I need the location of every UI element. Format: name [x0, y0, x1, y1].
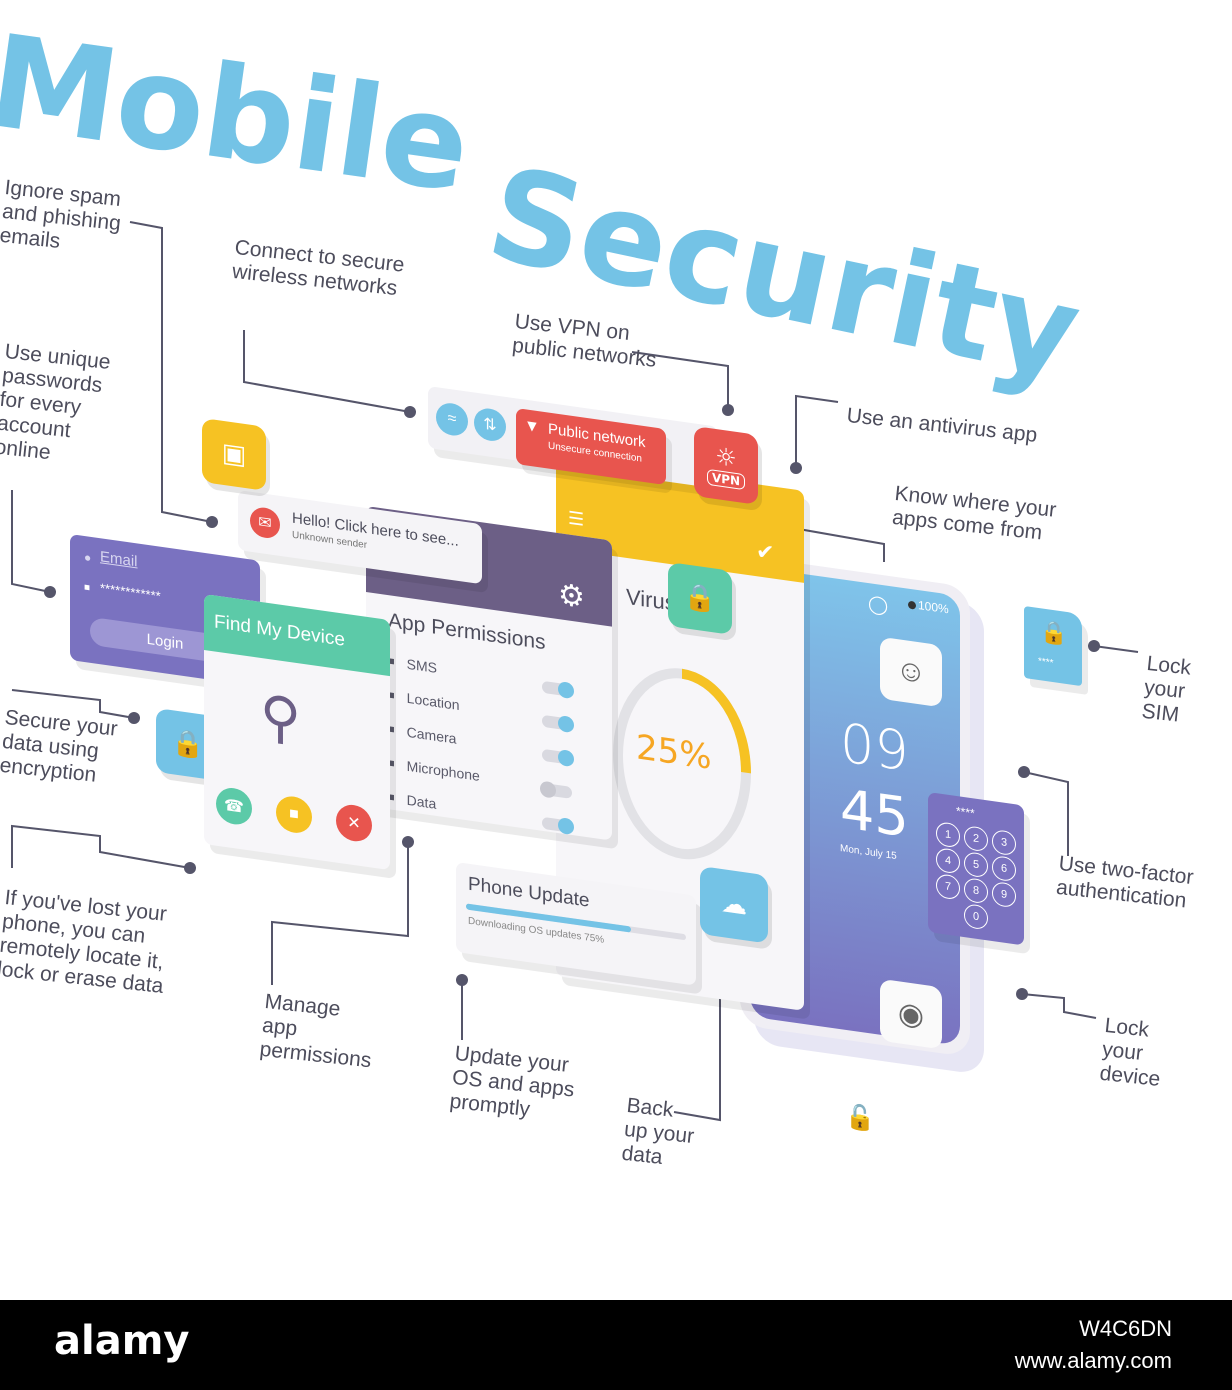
- keypad-key[interactable]: 6: [992, 854, 1016, 883]
- ring-device-button[interactable]: ☎: [216, 785, 252, 827]
- permission-toggle[interactable]: [542, 714, 574, 734]
- permission-label: Data: [406, 791, 437, 812]
- keypad-pin-mask: ****: [956, 803, 975, 821]
- permission-toggle[interactable]: [542, 816, 574, 836]
- label-encryption: Secure your data using encryption: [0, 706, 119, 787]
- permission-label: Camera: [406, 723, 457, 747]
- settings-gear-icon[interactable]: ⚙: [558, 577, 585, 615]
- unlock-icon: 🔓: [845, 1102, 875, 1134]
- keypad-key[interactable]: 7: [936, 873, 960, 901]
- fingerprint-button[interactable]: ◉: [880, 978, 942, 1050]
- toggle-knob: [558, 680, 574, 700]
- keypad-key[interactable]: 3: [992, 828, 1016, 857]
- image-id: W4C6DN: [1079, 1316, 1172, 1341]
- keypad-key[interactable]: 1: [936, 821, 960, 849]
- label-lock-device: Lock your device: [1098, 1014, 1162, 1091]
- keypad-key[interactable]: 8: [964, 877, 988, 905]
- face-id-button[interactable]: ☺: [880, 636, 942, 708]
- credit-card-icon: ▣: [202, 418, 266, 491]
- keypad-key[interactable]: 2: [964, 825, 988, 853]
- vpn-badge: VPN: [706, 468, 746, 491]
- keypad-key[interactable]: 9: [992, 880, 1016, 909]
- face-id-icon: ☺: [895, 652, 927, 691]
- infographic: Mobile Security: [0, 7, 1195, 1169]
- keypad-key[interactable]: 5: [964, 851, 988, 879]
- lock-icon-small: ■: [84, 581, 91, 594]
- sim-lock-icon: 🔒: [1040, 618, 1068, 648]
- toggle-knob: [558, 816, 574, 836]
- fingerprint-icon: ◉: [897, 995, 925, 1033]
- watermark-url: www.alamy.com: [1014, 1348, 1172, 1373]
- virus-scan-gauge: [613, 668, 751, 860]
- globe-icon: ☼: [715, 441, 737, 474]
- permission-label: Microphone: [406, 757, 480, 784]
- find-my-device-card: Find My Device ⚲ ☎ ■ ✕: [204, 594, 390, 871]
- camera-dot: [908, 600, 916, 610]
- label-permissions: Manage app permissions: [258, 990, 373, 1073]
- envelope-icon: ✉: [250, 505, 280, 540]
- menu-icon[interactable]: ☰: [568, 507, 585, 530]
- map-pin-icon: ⚲: [260, 682, 302, 752]
- clock-hour: 09: [840, 711, 909, 784]
- label-spam: Ignore spam and phishing emails: [0, 176, 123, 253]
- permission-toggle[interactable]: [540, 780, 572, 799]
- keypad-key[interactable]: 4: [936, 847, 960, 875]
- wifi-icon[interactable]: ≈: [436, 401, 468, 438]
- label-passwords: Use unique passwords for every account o…: [0, 340, 112, 465]
- permission-row: ■Camera: [388, 721, 456, 747]
- permission-toggle[interactable]: [542, 680, 574, 700]
- permission-row: ■SMS: [388, 653, 437, 676]
- sim-pin-mask: ****: [1038, 655, 1054, 670]
- clock-minute: 45: [840, 777, 909, 850]
- virus-scan-panel: ☰ ✔ Virus scan 25%: [556, 456, 804, 1011]
- shield-check-icon: ✔: [756, 538, 775, 566]
- user-icon: ◯: [868, 592, 889, 616]
- password-field[interactable]: ************: [100, 580, 161, 604]
- permission-row: ■Location: [388, 687, 460, 713]
- permission-toggle[interactable]: [542, 748, 574, 768]
- permission-row: ■Data: [388, 789, 436, 812]
- permission-label: SMS: [406, 655, 437, 676]
- toggle-knob: [558, 748, 574, 768]
- label-update: Update your OS and apps promptly: [448, 1042, 576, 1122]
- sim-card: 🔒 ****: [1024, 606, 1082, 687]
- toggle-knob: [540, 780, 556, 799]
- lock-device-button[interactable]: ■: [276, 794, 312, 836]
- network-warning-icon: ▼: [524, 417, 540, 437]
- permission-label: Location: [406, 689, 460, 714]
- permission-row: ■Microphone: [388, 755, 480, 784]
- alamy-logo: alamy: [54, 1318, 190, 1364]
- padlock-shield-icon: 🔒: [668, 562, 732, 635]
- erase-device-button[interactable]: ✕: [336, 802, 372, 844]
- watermark-bar: alamy W4C6DN www.alamy.com: [0, 1300, 1232, 1390]
- permissions-title: App Permissions: [388, 609, 546, 655]
- user-icon-small: ●: [84, 549, 92, 565]
- toggle-knob: [558, 714, 574, 734]
- vpn-app-icon[interactable]: ☼ VPN: [694, 426, 758, 505]
- label-backup: Back up your data: [620, 1094, 696, 1169]
- label-sim: Lock your SIM: [1140, 652, 1193, 727]
- keypad-key[interactable]: 0: [964, 903, 988, 931]
- label-lost-phone: If you've lost your phone, you can remot…: [0, 886, 168, 998]
- cloud-upload-icon: ☁: [700, 866, 768, 944]
- data-transfer-icon[interactable]: ⇅: [474, 406, 506, 443]
